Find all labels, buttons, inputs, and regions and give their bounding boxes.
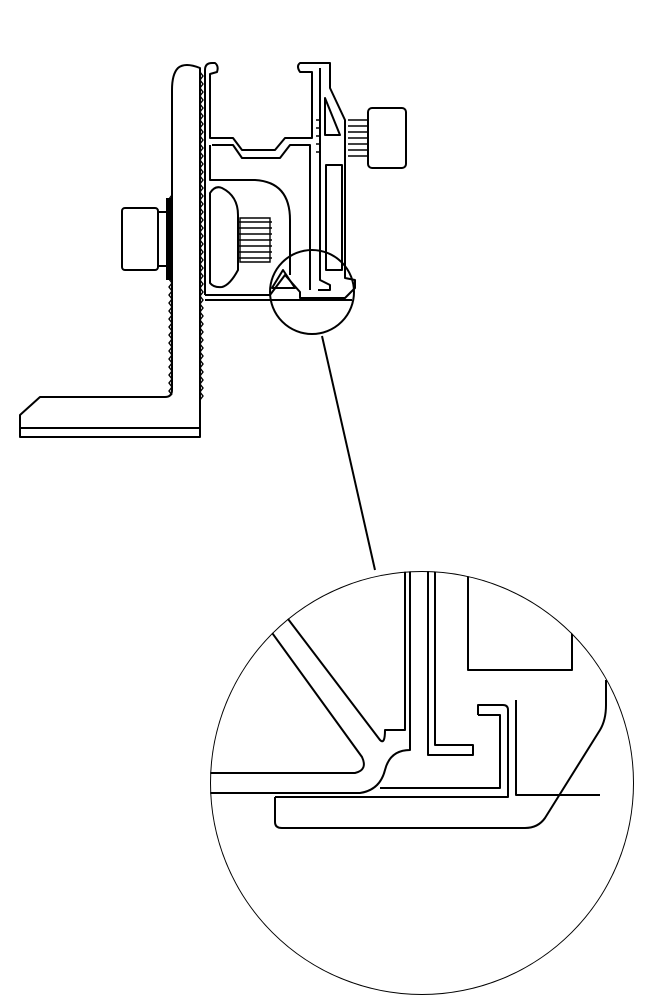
l-bracket xyxy=(19,64,204,438)
right-bolt xyxy=(316,107,407,169)
center-screw-thread xyxy=(238,217,272,263)
leader-line xyxy=(321,335,376,571)
left-bolt-head xyxy=(121,198,171,280)
detail-marker-circle xyxy=(269,249,355,335)
channel-profile xyxy=(204,62,356,301)
magnified-detail xyxy=(210,571,634,995)
